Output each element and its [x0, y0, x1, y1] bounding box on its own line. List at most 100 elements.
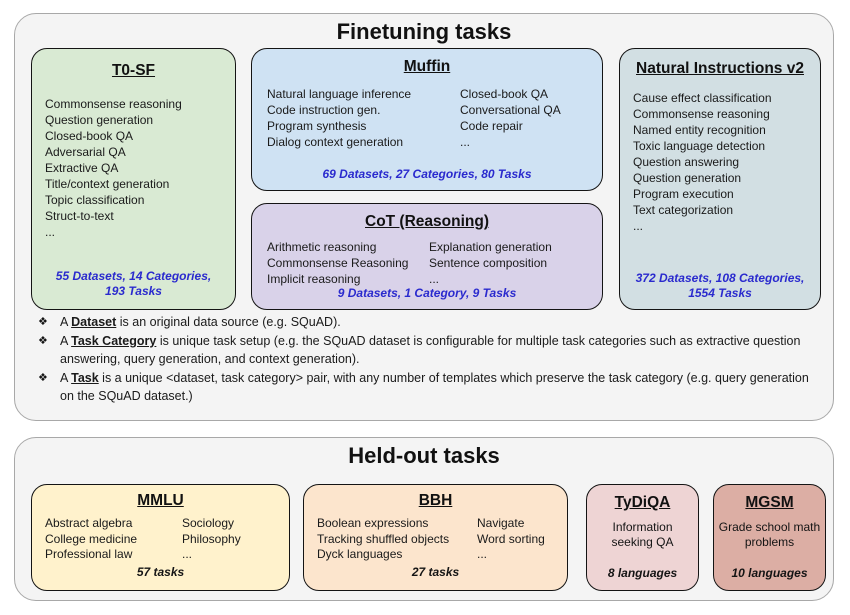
task-item: Topic classification	[45, 193, 145, 207]
task-item: Arithmetic reasoning	[267, 240, 377, 254]
mgsm-title: MGSM	[745, 494, 794, 511]
diamond-bullet-icon: ❖	[38, 372, 48, 384]
task-item: Question generation	[45, 113, 154, 127]
definition-dataset: ❖ A Dataset is an original data source (…	[38, 313, 813, 331]
task-item: ...	[429, 272, 440, 286]
tydiqa-title: TyDiQA	[614, 494, 671, 511]
task-item: Adversarial QA	[45, 145, 126, 159]
task-item: Toxic language detection	[633, 139, 766, 153]
task-item: Philosophy	[182, 531, 241, 546]
task-item: Commonsense reasoning	[633, 107, 770, 121]
muffin-stats: 69 Datasets, 27 Categories, 80 Tasks	[252, 167, 602, 182]
task-item: Program execution	[633, 187, 734, 201]
definition-term: Task Category	[71, 334, 157, 348]
task-item: Navigate	[477, 516, 525, 530]
task-item: Boolean expressions	[317, 516, 429, 530]
task-item: ...	[633, 219, 644, 233]
finetuning-panel: Finetuning tasks T0-SF Commonsense reaso…	[14, 13, 834, 421]
task-item: Named entity recognition	[633, 123, 766, 137]
task-item: Sentence composition	[429, 256, 548, 270]
task-item: ...	[477, 547, 488, 561]
task-item: Tracking shuffled objects	[317, 531, 450, 546]
finetuning-panel-title: Finetuning tasks	[336, 19, 512, 44]
definition-pre: A	[60, 371, 72, 385]
tydiqa-description: Information seeking QA	[611, 520, 674, 549]
task-item: Question generation	[633, 171, 742, 185]
stats-line: 55 Datasets, 14 Categories,	[55, 269, 212, 283]
task-item: Question answering	[633, 155, 740, 169]
bbh-title: BBH	[418, 492, 453, 509]
task-item: Text categorization	[633, 203, 734, 217]
task-item: Title/context generation	[45, 177, 170, 191]
task-item: Closed-book QA	[45, 129, 134, 143]
task-item: Sociology	[182, 516, 235, 530]
bbh-stats: 27 tasks	[411, 565, 460, 579]
stats-line: 193 Tasks	[105, 284, 162, 298]
definition-task-category: ❖ A Task Category is unique task setup (…	[38, 332, 813, 368]
task-item: Professional law	[45, 547, 133, 561]
task-item: ...	[460, 135, 471, 149]
task-item: College medicine	[45, 531, 138, 546]
task-item: Implicit reasoning	[267, 272, 361, 286]
task-item: Explanation generation	[429, 240, 552, 254]
mmlu-title: MMLU	[137, 492, 184, 509]
cot-stats: 9 Datasets, 1 Category, 9 Tasks	[252, 286, 602, 301]
task-item: ...	[45, 225, 56, 239]
task-item: Word sorting	[477, 531, 545, 546]
niv2-stats: 372 Datasets, 108 Categories, 1554 Tasks	[620, 271, 820, 301]
definition-term: Task	[71, 371, 99, 385]
task-item: ...	[182, 547, 193, 561]
task-item: Natural language inference	[267, 87, 412, 101]
task-item: Cause effect classification	[633, 91, 772, 105]
definitions-list: ❖ A Dataset is an original data source (…	[38, 313, 813, 406]
mmlu-stats: 57 tasks	[136, 565, 185, 579]
definition-pre: A	[60, 315, 72, 329]
diamond-bullet-icon: ❖	[38, 335, 48, 347]
definition-term: Dataset	[71, 315, 117, 329]
stats-line: 9 Datasets, 1 Category, 9 Tasks	[337, 286, 517, 300]
task-item: Extractive QA	[45, 161, 119, 175]
task-item: Code instruction gen.	[267, 103, 381, 117]
task-item: Abstract algebra	[45, 516, 133, 530]
heldout-panel-title: Held-out tasks	[348, 443, 500, 468]
definition-rest: is unique task setup (e.g. the SQuAD dat…	[60, 334, 801, 366]
task-item: Program synthesis	[267, 119, 367, 133]
task-item: Code repair	[460, 119, 523, 133]
muffin-title: Muffin	[403, 58, 451, 75]
mgsm-stats: 10 languages	[731, 566, 808, 580]
mgsm-box: MGSM Grade school math problems 10 langu…	[713, 484, 826, 591]
task-item: Closed-book QA	[460, 87, 549, 101]
definition-pre: A	[60, 334, 72, 348]
t0sf-stats: 55 Datasets, 14 Categories, 193 Tasks	[32, 269, 235, 299]
natural-instructions-v2-box: Natural Instructions v2 Cause effect cla…	[619, 48, 821, 310]
cot-title: CoT (Reasoning)	[365, 213, 489, 230]
stats-line: 69 Datasets, 27 Categories, 80 Tasks	[322, 167, 532, 181]
mgsm-description: Grade school math problems	[718, 520, 821, 549]
definition-task: ❖ A Task is a unique <dataset, task cate…	[38, 369, 813, 405]
definition-text: A Dataset is an original data source (e.…	[60, 313, 813, 331]
tydiqa-box: TyDiQA Information seeking QA 8 language…	[586, 484, 699, 591]
task-item: Commonsense Reasoning	[267, 256, 409, 270]
diamond-bullet-icon: ❖	[38, 316, 48, 328]
definition-text: A Task is a unique <dataset, task catego…	[60, 369, 813, 405]
